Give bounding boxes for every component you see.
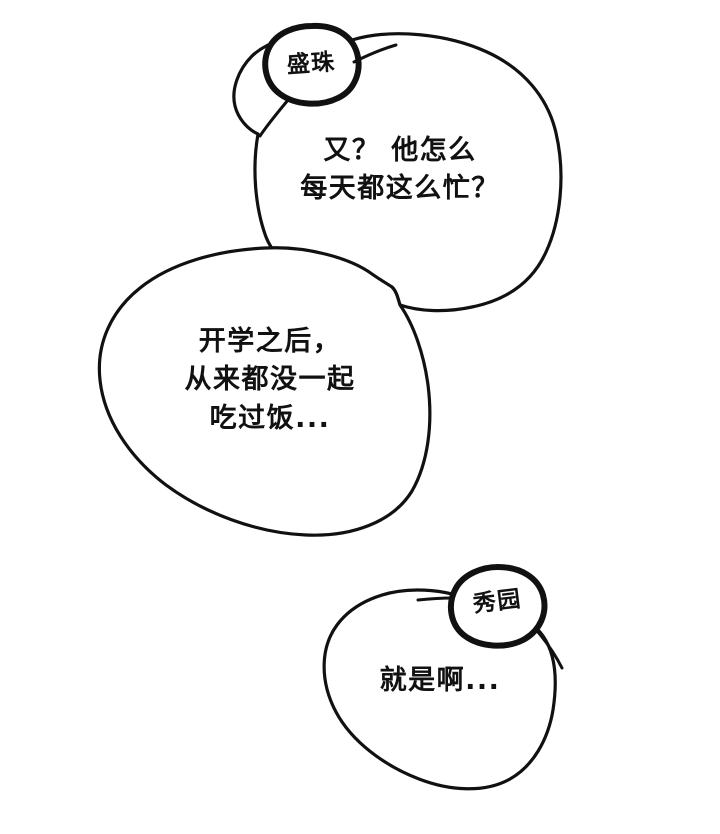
nametag-sheng-zhu-connector-right (352, 43, 398, 64)
bubble-2-text: 开学之后， 从来都没一起 吃过饭... (184, 326, 356, 434)
bubble-2-shape (97, 246, 432, 537)
nametag-sheng-zhu-connector-left (258, 98, 290, 138)
bubble-1-text: 又？ 他怎么 每天都这么忙？ (300, 135, 500, 205)
nametag-sheng-zhu-oval (262, 22, 362, 107)
bubble-3-text: 就是啊... (379, 665, 501, 696)
nametag-xiu-yuan-connector-left (416, 596, 454, 602)
nametag-xiu-yuan-oval (447, 564, 548, 649)
nametag-sheng-zhu-label: 盛珠 (285, 49, 337, 79)
nametag-xiu-yuan-connector-right (536, 630, 564, 670)
